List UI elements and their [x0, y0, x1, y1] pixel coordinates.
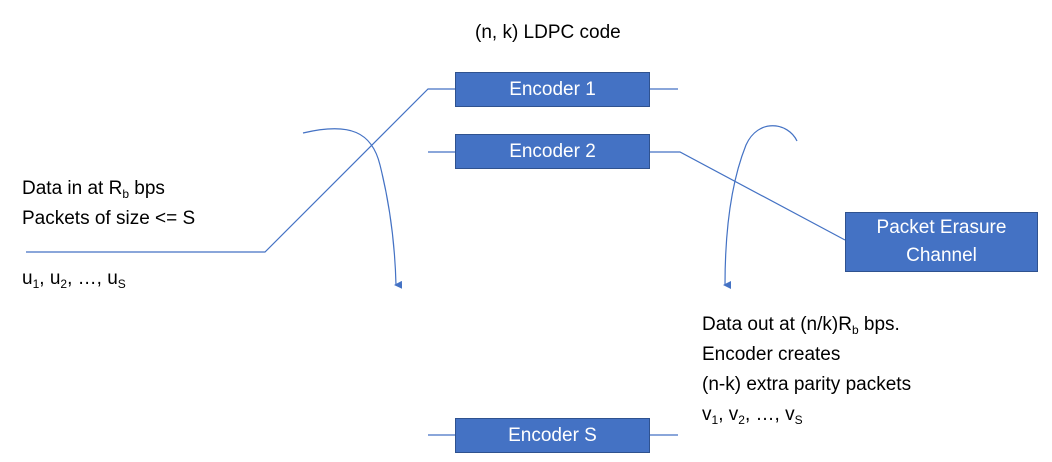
input-symbols: u1, u2, …, uS [22, 268, 126, 291]
input-rate-text: Data in at Rb bps [22, 178, 165, 201]
diagram-title: (n, k) LDPC code [475, 22, 621, 43]
output-encoder-text: Encoder creates [702, 344, 841, 365]
encoder-s-box: Encoder S [455, 418, 650, 453]
channel-label-line-2: Channel [906, 245, 977, 266]
input-description: Data in at Rb bps Packets of size <= S [22, 174, 195, 234]
output-symbols: v1, v2, …, vS [702, 404, 803, 427]
input-connector [26, 88, 455, 253]
output-rate-text: Data out at (n/k)Rb bps. [702, 314, 900, 337]
encoder-1-box: Encoder 1 [455, 72, 650, 107]
input-curved-arrow [302, 128, 403, 289]
input-packet-size-text: Packets of size <= S [22, 208, 196, 229]
encoder-2-output-connector [650, 151, 846, 241]
encoder-2-box: Encoder 2 [455, 134, 650, 169]
packet-erasure-channel-box: Packet Erasure Channel [845, 212, 1038, 272]
output-curved-arrow [723, 125, 798, 290]
channel-label-line-1: Packet Erasure [876, 217, 1007, 238]
output-description: Data out at (n/k)Rb bps. Encoder creates… [702, 310, 911, 430]
output-parity-text: (n-k) extra parity packets [702, 374, 912, 395]
